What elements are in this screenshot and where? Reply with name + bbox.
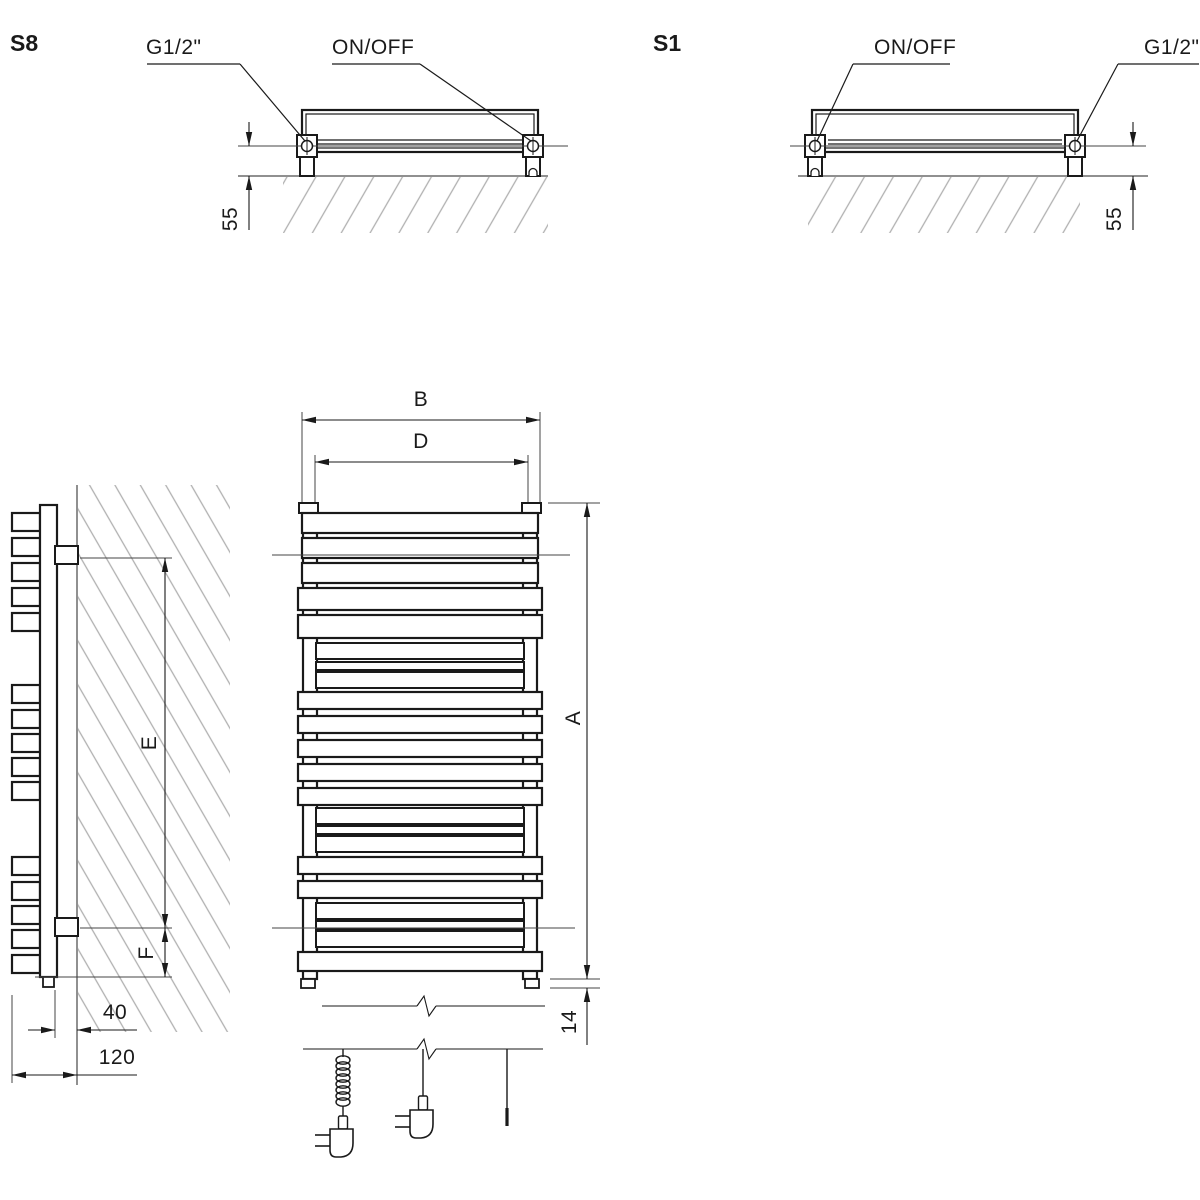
side-wall-hatch: [78, 485, 230, 1032]
front-view: [272, 412, 600, 1045]
s8-valve-circle-left: [300, 137, 314, 155]
side-bracket-lower: [54, 917, 79, 937]
s1-wall-hatch: [808, 177, 1080, 233]
front-dimension-b: [301, 412, 541, 502]
s8-radiator-outline: [300, 108, 540, 154]
front-foot-right: [524, 978, 540, 989]
s1-dim-55-label: 55: [1103, 206, 1126, 232]
s1-leader-g12: [1076, 63, 1199, 142]
power-cable-coiled: [315, 1049, 354, 1158]
front-dimension-a: [548, 502, 600, 980]
side-dimension-120: [11, 995, 137, 1083]
side-dimension-f: [35, 928, 172, 978]
front-foot-left: [300, 978, 316, 989]
s8-leg-left: [299, 156, 315, 177]
front-dimension-14: [550, 987, 600, 1045]
side-dim-f-label: F: [135, 946, 158, 960]
s1-onoff-label: ON/OFF: [874, 36, 957, 59]
side-dim-e-label: E: [138, 735, 161, 751]
side-bars: [10, 511, 42, 975]
side-view: [10, 485, 230, 1085]
front-dim-b-label: B: [413, 388, 429, 411]
cable-exit-line: [303, 1037, 543, 1061]
front-tab-left: [298, 502, 319, 514]
s1-valve-circle-right: [1068, 137, 1082, 155]
power-plug-icon: [395, 1095, 434, 1139]
s8-leader-onoff: [332, 63, 532, 142]
power-cable-straight: [395, 1049, 434, 1139]
s8-thread-label: G1/2": [146, 36, 202, 59]
break-line-upper: [322, 994, 545, 1018]
s1-top-view: [790, 63, 1199, 233]
front-dim-d-label: D: [413, 430, 429, 453]
front-bars: [296, 511, 544, 973]
s8-cable-notch: [528, 167, 538, 176]
side-rail-foot: [42, 976, 55, 988]
side-dim-120-label: 120: [98, 1046, 136, 1069]
side-dimension-e: [80, 557, 172, 929]
cable-options: [303, 994, 545, 1158]
front-dim-a-label: A: [562, 710, 585, 726]
s8-onoff-label: ON/OFF: [332, 36, 415, 59]
front-dimension-d: [314, 455, 529, 502]
s1-cable-notch: [810, 167, 820, 176]
s1-valve-circle-left: [808, 137, 822, 155]
break-symbol: [416, 994, 437, 1018]
front-tab-right: [521, 502, 542, 514]
s1-leg-right: [1067, 156, 1083, 177]
power-plug-icon: [315, 1115, 354, 1158]
s8-top-view: [147, 63, 568, 233]
s8-wall-hatch: [283, 177, 548, 233]
side-rail: [38, 503, 59, 979]
side-bracket-upper: [54, 545, 79, 565]
s1-leader-onoff: [816, 63, 950, 142]
side-dim-40-label: 40: [102, 1001, 128, 1024]
s8-valve-circle-right: [526, 137, 540, 155]
s1-label: S1: [653, 30, 682, 56]
front-dim-14-label: 14: [558, 1009, 581, 1035]
s1-radiator-outline: [810, 108, 1080, 154]
s8-leader-g12: [147, 63, 306, 142]
side-dimension-40: [28, 990, 137, 1038]
s1-thread-label: G1/2": [1144, 36, 1200, 59]
s8-label: S8: [10, 30, 39, 56]
break-symbol: [416, 1037, 437, 1061]
s8-dim-55-label: 55: [219, 206, 242, 232]
